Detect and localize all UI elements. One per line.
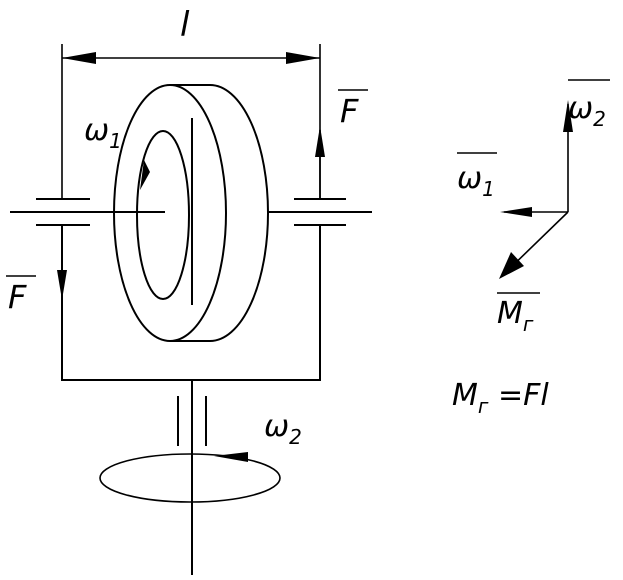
- rotation-ellipse-omega2: [99, 453, 281, 503]
- label-omega2-shaft: ω2: [264, 409, 302, 449]
- dimension-arrowhead-left: [62, 52, 96, 64]
- label-vec-omega1: ω1: [457, 161, 495, 201]
- vector-moment-arrowhead: [499, 252, 524, 279]
- disk-inner-circle: [136, 130, 190, 300]
- label-force-right: F: [340, 92, 359, 130]
- label-force-left: F: [8, 278, 27, 316]
- disk-rim: [170, 84, 269, 342]
- disk: [113, 84, 269, 342]
- vector-omega1-arrowhead: [500, 207, 532, 217]
- formula-moment: Mг =Fl: [452, 378, 549, 418]
- disk-front-face: [113, 84, 227, 342]
- force-arrow-right: [315, 126, 325, 198]
- force-arrow-left: [57, 225, 67, 300]
- vector-diagram: [499, 100, 573, 279]
- spin-arrowhead-omega1: [140, 160, 150, 190]
- label-length: l: [180, 5, 190, 45]
- label-vec-moment: Mг: [497, 296, 534, 336]
- vertical-bearing: [177, 396, 207, 446]
- dimension-arrowhead-right: [286, 52, 320, 64]
- vector-omega2-arrowhead: [563, 100, 573, 132]
- label-omega1-disk: ω1: [84, 113, 122, 153]
- label-vec-omega2: ω2: [568, 91, 606, 131]
- rotation-arrowhead-omega2: [214, 452, 248, 462]
